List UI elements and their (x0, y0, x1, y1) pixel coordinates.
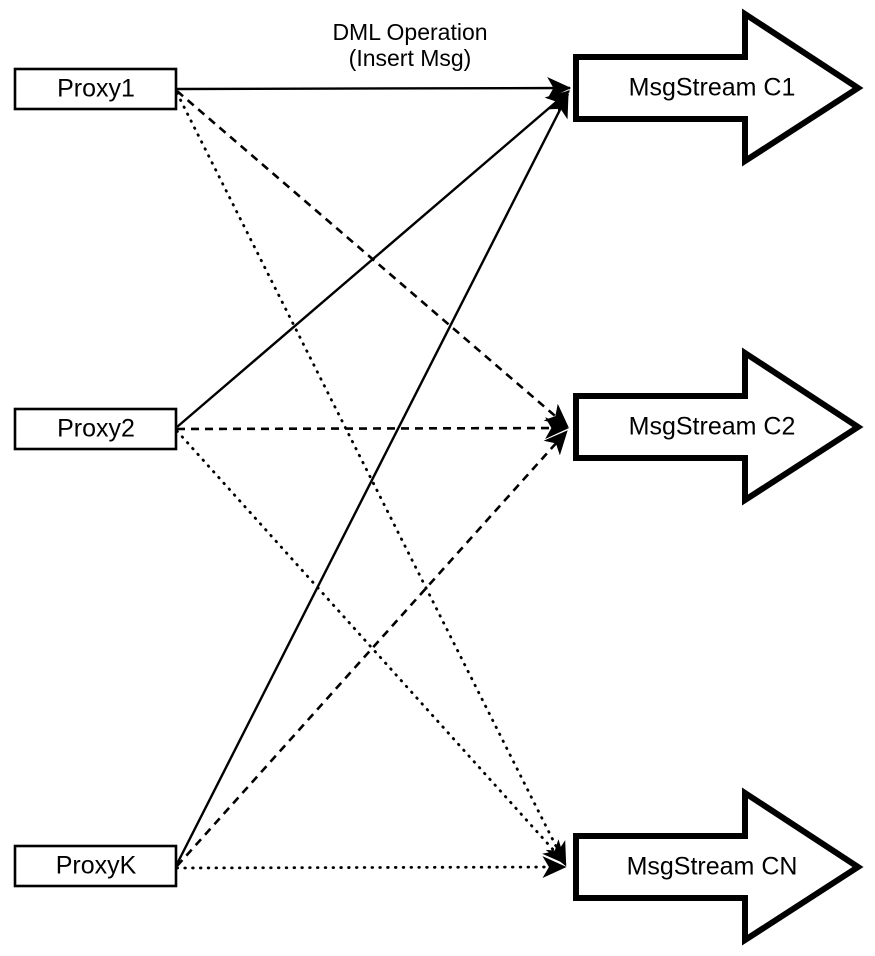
msgstream-node-cn[interactable]: MsgStream CN (573, 787, 864, 946)
edge-label-line-1: DML Operation (332, 19, 487, 45)
stream-c2-label: MsgStream C2 (629, 413, 796, 441)
stream-c1-label: MsgStream C1 (629, 74, 796, 102)
proxy-node-proxyk[interactable]: ProxyK (13, 844, 178, 888)
proxy2-label: Proxy2 (57, 415, 135, 443)
link-proxy2-to-stream-c1[interactable] (176, 90, 570, 428)
link-proxy1-to-stream-c1[interactable] (176, 77, 572, 100)
proxy1-label: Proxy1 (57, 75, 135, 103)
link-proxyk-to-stream-cn[interactable] (175, 856, 568, 878)
proxy-node-group: Proxy1 Proxy2 ProxyK (13, 67, 178, 888)
proxy1-box[interactable] (13, 67, 178, 111)
msgstream-node-group: MsgStream C1 MsgStream C2 MsgStream CN (573, 8, 864, 946)
stream-c1-arrow-shape[interactable] (573, 8, 864, 167)
stream-cn-arrow-shape[interactable] (573, 787, 864, 946)
link-proxyk-to-stream-c1[interactable] (175, 92, 570, 865)
stream-cn-label: MsgStream CN (627, 853, 798, 881)
msgstream-node-c1[interactable]: MsgStream C1 (573, 8, 864, 167)
edge-label-dml-operation: DML Operation (Insert Msg) (332, 19, 487, 71)
proxy-node-proxy1[interactable]: Proxy1 (13, 67, 178, 111)
proxyk-box[interactable] (13, 844, 178, 888)
stream-c2-arrow-shape[interactable] (573, 347, 864, 506)
msgstream-node-c2[interactable]: MsgStream C2 (573, 347, 864, 506)
link-proxy2-to-stream-c2[interactable] (176, 417, 570, 439)
link-proxy2-to-stream-cn[interactable] (175, 429, 568, 866)
proxy2-box[interactable] (13, 407, 178, 451)
proxy-node-proxy2[interactable]: Proxy2 (13, 407, 178, 451)
proxyk-label: ProxyK (56, 852, 137, 880)
edge-label-line-2: (Insert Msg) (349, 45, 472, 71)
link-group (175, 77, 572, 878)
